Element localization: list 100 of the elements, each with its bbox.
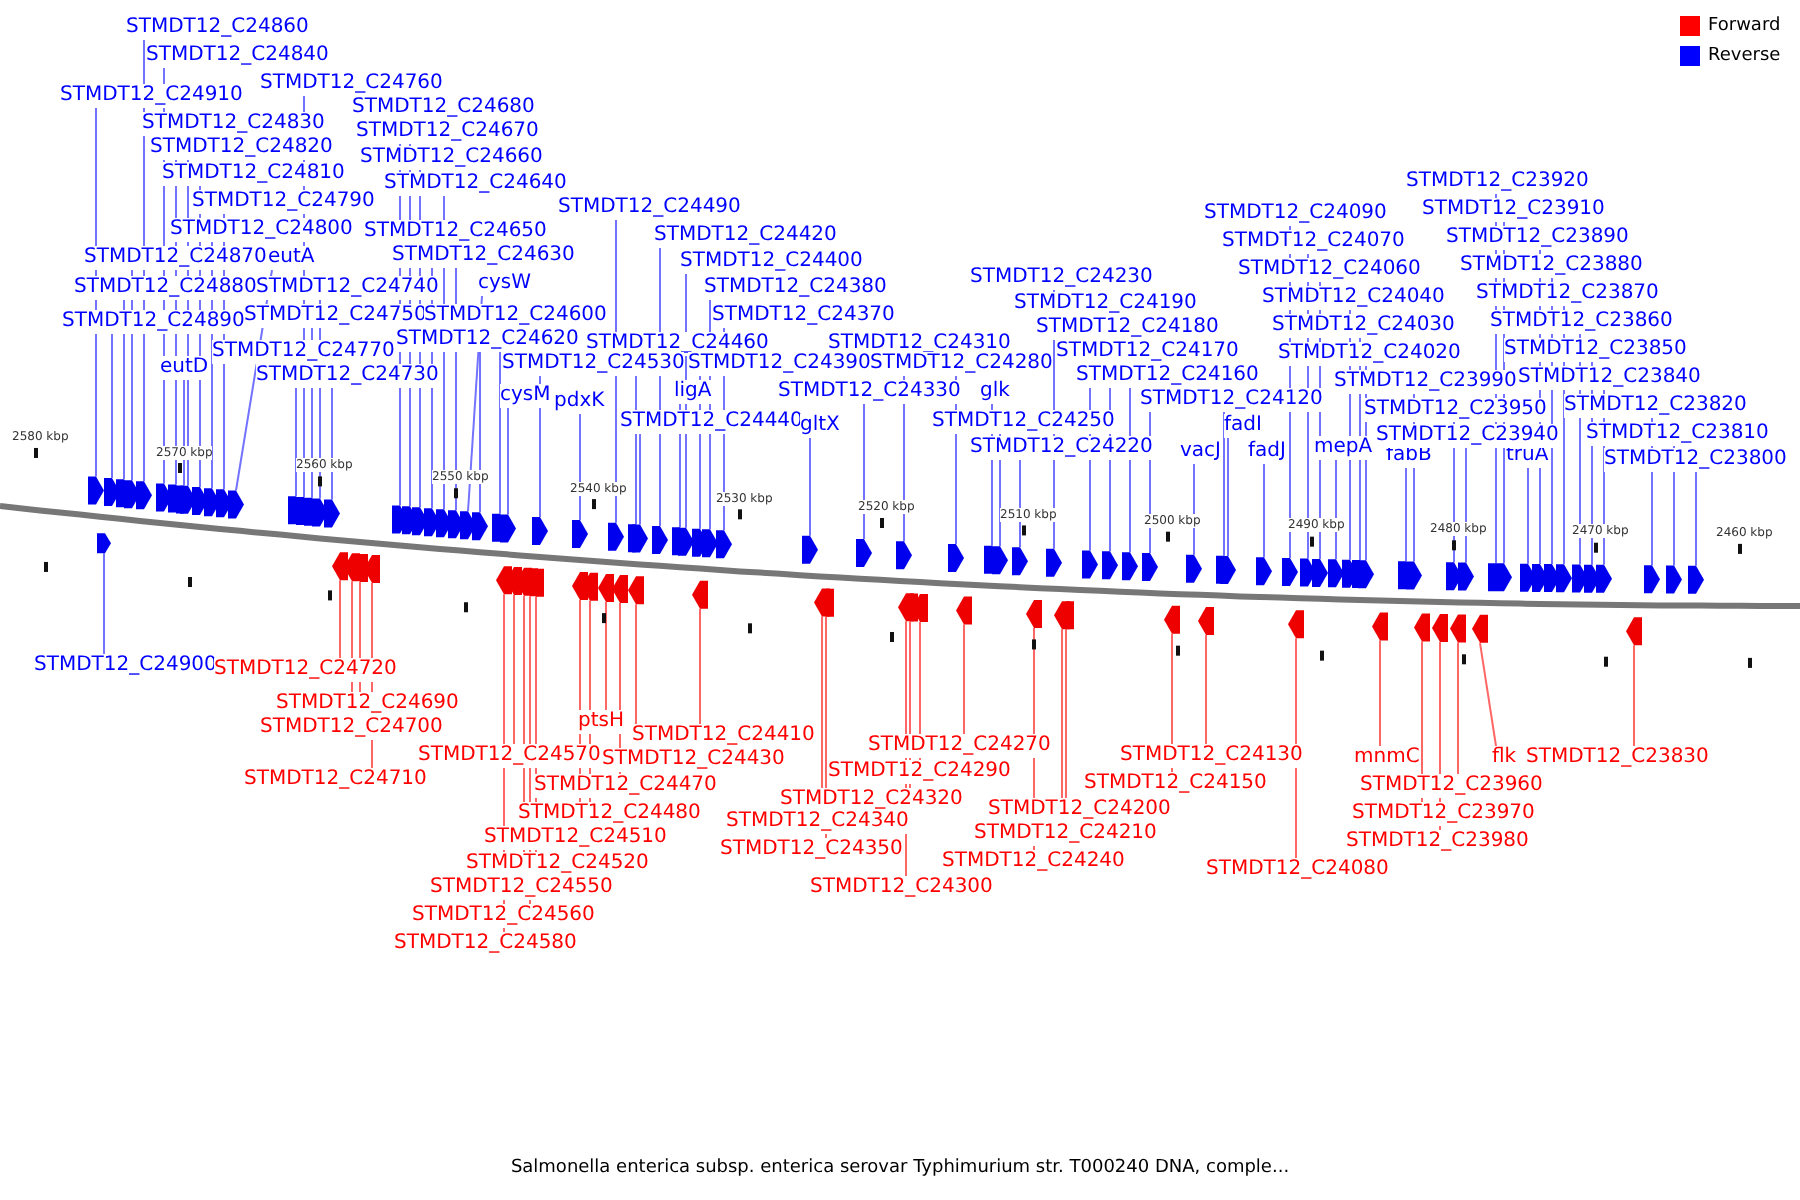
gene-feature (460, 511, 476, 540)
leader-line (605, 601, 607, 711)
gene-label: STMDT12_C24080 (1206, 858, 1389, 882)
gene-feature (612, 575, 628, 603)
gene-feature (500, 514, 516, 543)
gene-label: STMDT12_C23940 (1376, 424, 1559, 448)
gene-label: STMDT12_C23920 (1406, 170, 1589, 194)
gene-label: STMDT12_C24070 (1222, 230, 1405, 254)
leader-line (1065, 628, 1067, 799)
gene-feature (1572, 564, 1588, 593)
gene-label: STMDT12_C23830 (1526, 746, 1709, 770)
gene-label: STMDT12_C23800 (1604, 448, 1787, 472)
gene-label: STMDT12_C24760 (260, 72, 443, 96)
gene-feature (424, 508, 440, 537)
leader-line (1295, 637, 1297, 859)
gene-feature (1688, 565, 1704, 594)
gene-feature (1458, 562, 1474, 591)
gene-label: STMDT12_C24750 (244, 304, 427, 328)
gene-label: STMDT12_C23860 (1490, 310, 1673, 334)
gene-feature (1666, 565, 1682, 594)
gene-label: STMDT12_C24580 (394, 932, 577, 956)
gene-label: STMDT12_C23990 (1334, 370, 1517, 394)
gene-feature (496, 566, 512, 595)
leader-line (1263, 463, 1265, 559)
leader-line (1405, 467, 1407, 563)
gene-feature (1472, 614, 1488, 643)
gene-feature (1046, 548, 1062, 577)
leader-line (1205, 634, 1207, 745)
gene-label: STMDT12_C24240 (942, 850, 1125, 874)
gene-label: STMDT12_C23950 (1364, 398, 1547, 422)
leader-line (1335, 459, 1337, 561)
leader-line (103, 552, 105, 655)
gene-label: STMDT12_C24730 (256, 364, 439, 388)
gene-label: STMDT12_C24550 (430, 876, 613, 900)
gene-feature (632, 524, 648, 553)
gene-label: STMDT12_C24650 (364, 220, 547, 244)
gene-label: STMDT12_C23890 (1446, 226, 1629, 250)
gene-label: STMDT12_C24910 (60, 84, 243, 108)
gene-feature (1282, 557, 1298, 586)
leader-line (1019, 459, 1021, 549)
gene-feature (1054, 601, 1070, 630)
gene-feature (1584, 564, 1600, 593)
gene-label: pdxK (554, 390, 605, 414)
leader-line (111, 333, 113, 480)
gene-label: STMDT12_C24170 (1056, 340, 1239, 364)
leader-line (1465, 447, 1467, 564)
leader-line (1223, 411, 1225, 557)
gene-feature (1300, 558, 1316, 587)
gene-label: STMDT12_C23840 (1518, 366, 1701, 390)
leader-line (1527, 467, 1529, 565)
leader-line (507, 407, 509, 516)
gene-label: STMDT12_C23980 (1346, 830, 1529, 854)
gene-feature (802, 535, 818, 564)
gene-label: STMDT12_C24390 (688, 352, 871, 376)
gene-label: gltX (800, 414, 840, 438)
leader-line (1695, 471, 1697, 567)
gene-label: cysW (478, 272, 532, 296)
gene-label: STMDT12_C24330 (778, 380, 961, 404)
gene-feature (1520, 563, 1536, 592)
gene-label: STMDT12_C24670 (356, 120, 539, 144)
gene-feature (1450, 614, 1466, 643)
gene-label: STMDT12_C24820 (150, 136, 333, 160)
gene-feature (472, 512, 488, 541)
gene-label: STMDT12_C24690 (276, 692, 459, 716)
gene-feature (192, 487, 208, 515)
gene-label: STMDT12_C24700 (260, 716, 443, 740)
gene-feature (156, 483, 172, 512)
gene-feature (1012, 547, 1028, 576)
gene-label: ligA (674, 380, 712, 404)
caption: Salmonella enterica subsp. enterica serovar Typhimurium str. T000240 DNA, comple... (508, 1156, 1292, 1180)
gene-label: STMDT12_C24420 (654, 224, 837, 248)
gene-feature (104, 478, 120, 507)
gene-label: STMDT12_C23970 (1352, 802, 1535, 826)
gene-label: STMDT12_C23960 (1360, 774, 1543, 798)
gene-feature (692, 580, 708, 609)
gene-feature (856, 538, 872, 567)
gene-label: STMDT12_C24320 (780, 788, 963, 812)
leader-line (963, 623, 965, 735)
gene-feature (1596, 564, 1612, 593)
gene-feature (1372, 612, 1388, 641)
gene-feature (332, 552, 348, 581)
gene-label: STMDT12_C24800 (170, 218, 353, 242)
leader-line (479, 351, 481, 514)
gene-label: STMDT12_C24120 (1140, 388, 1323, 412)
gene-feature (1312, 558, 1328, 587)
gene-feature (1288, 610, 1304, 639)
gene-label: STMDT12_C24490 (558, 196, 741, 220)
gene-label: STMDT12_C23870 (1476, 282, 1659, 306)
gene-feature (1186, 554, 1202, 583)
gene-feature (1644, 565, 1660, 594)
gene-label: STMDT12_C24570 (418, 744, 601, 768)
gene-label: STMDT12_C24200 (988, 798, 1171, 822)
gene-label: STMDT12_C24180 (1036, 316, 1219, 340)
gene-feature (1256, 557, 1272, 586)
gene-feature (1358, 560, 1374, 589)
gene-label: STMDT12_C24090 (1204, 202, 1387, 226)
leader-line (1479, 641, 1497, 747)
gene-label: STMDT12_C24230 (970, 266, 1153, 290)
gene-label: STMDT12_C24720 (214, 658, 397, 682)
gene-feature (228, 490, 244, 519)
